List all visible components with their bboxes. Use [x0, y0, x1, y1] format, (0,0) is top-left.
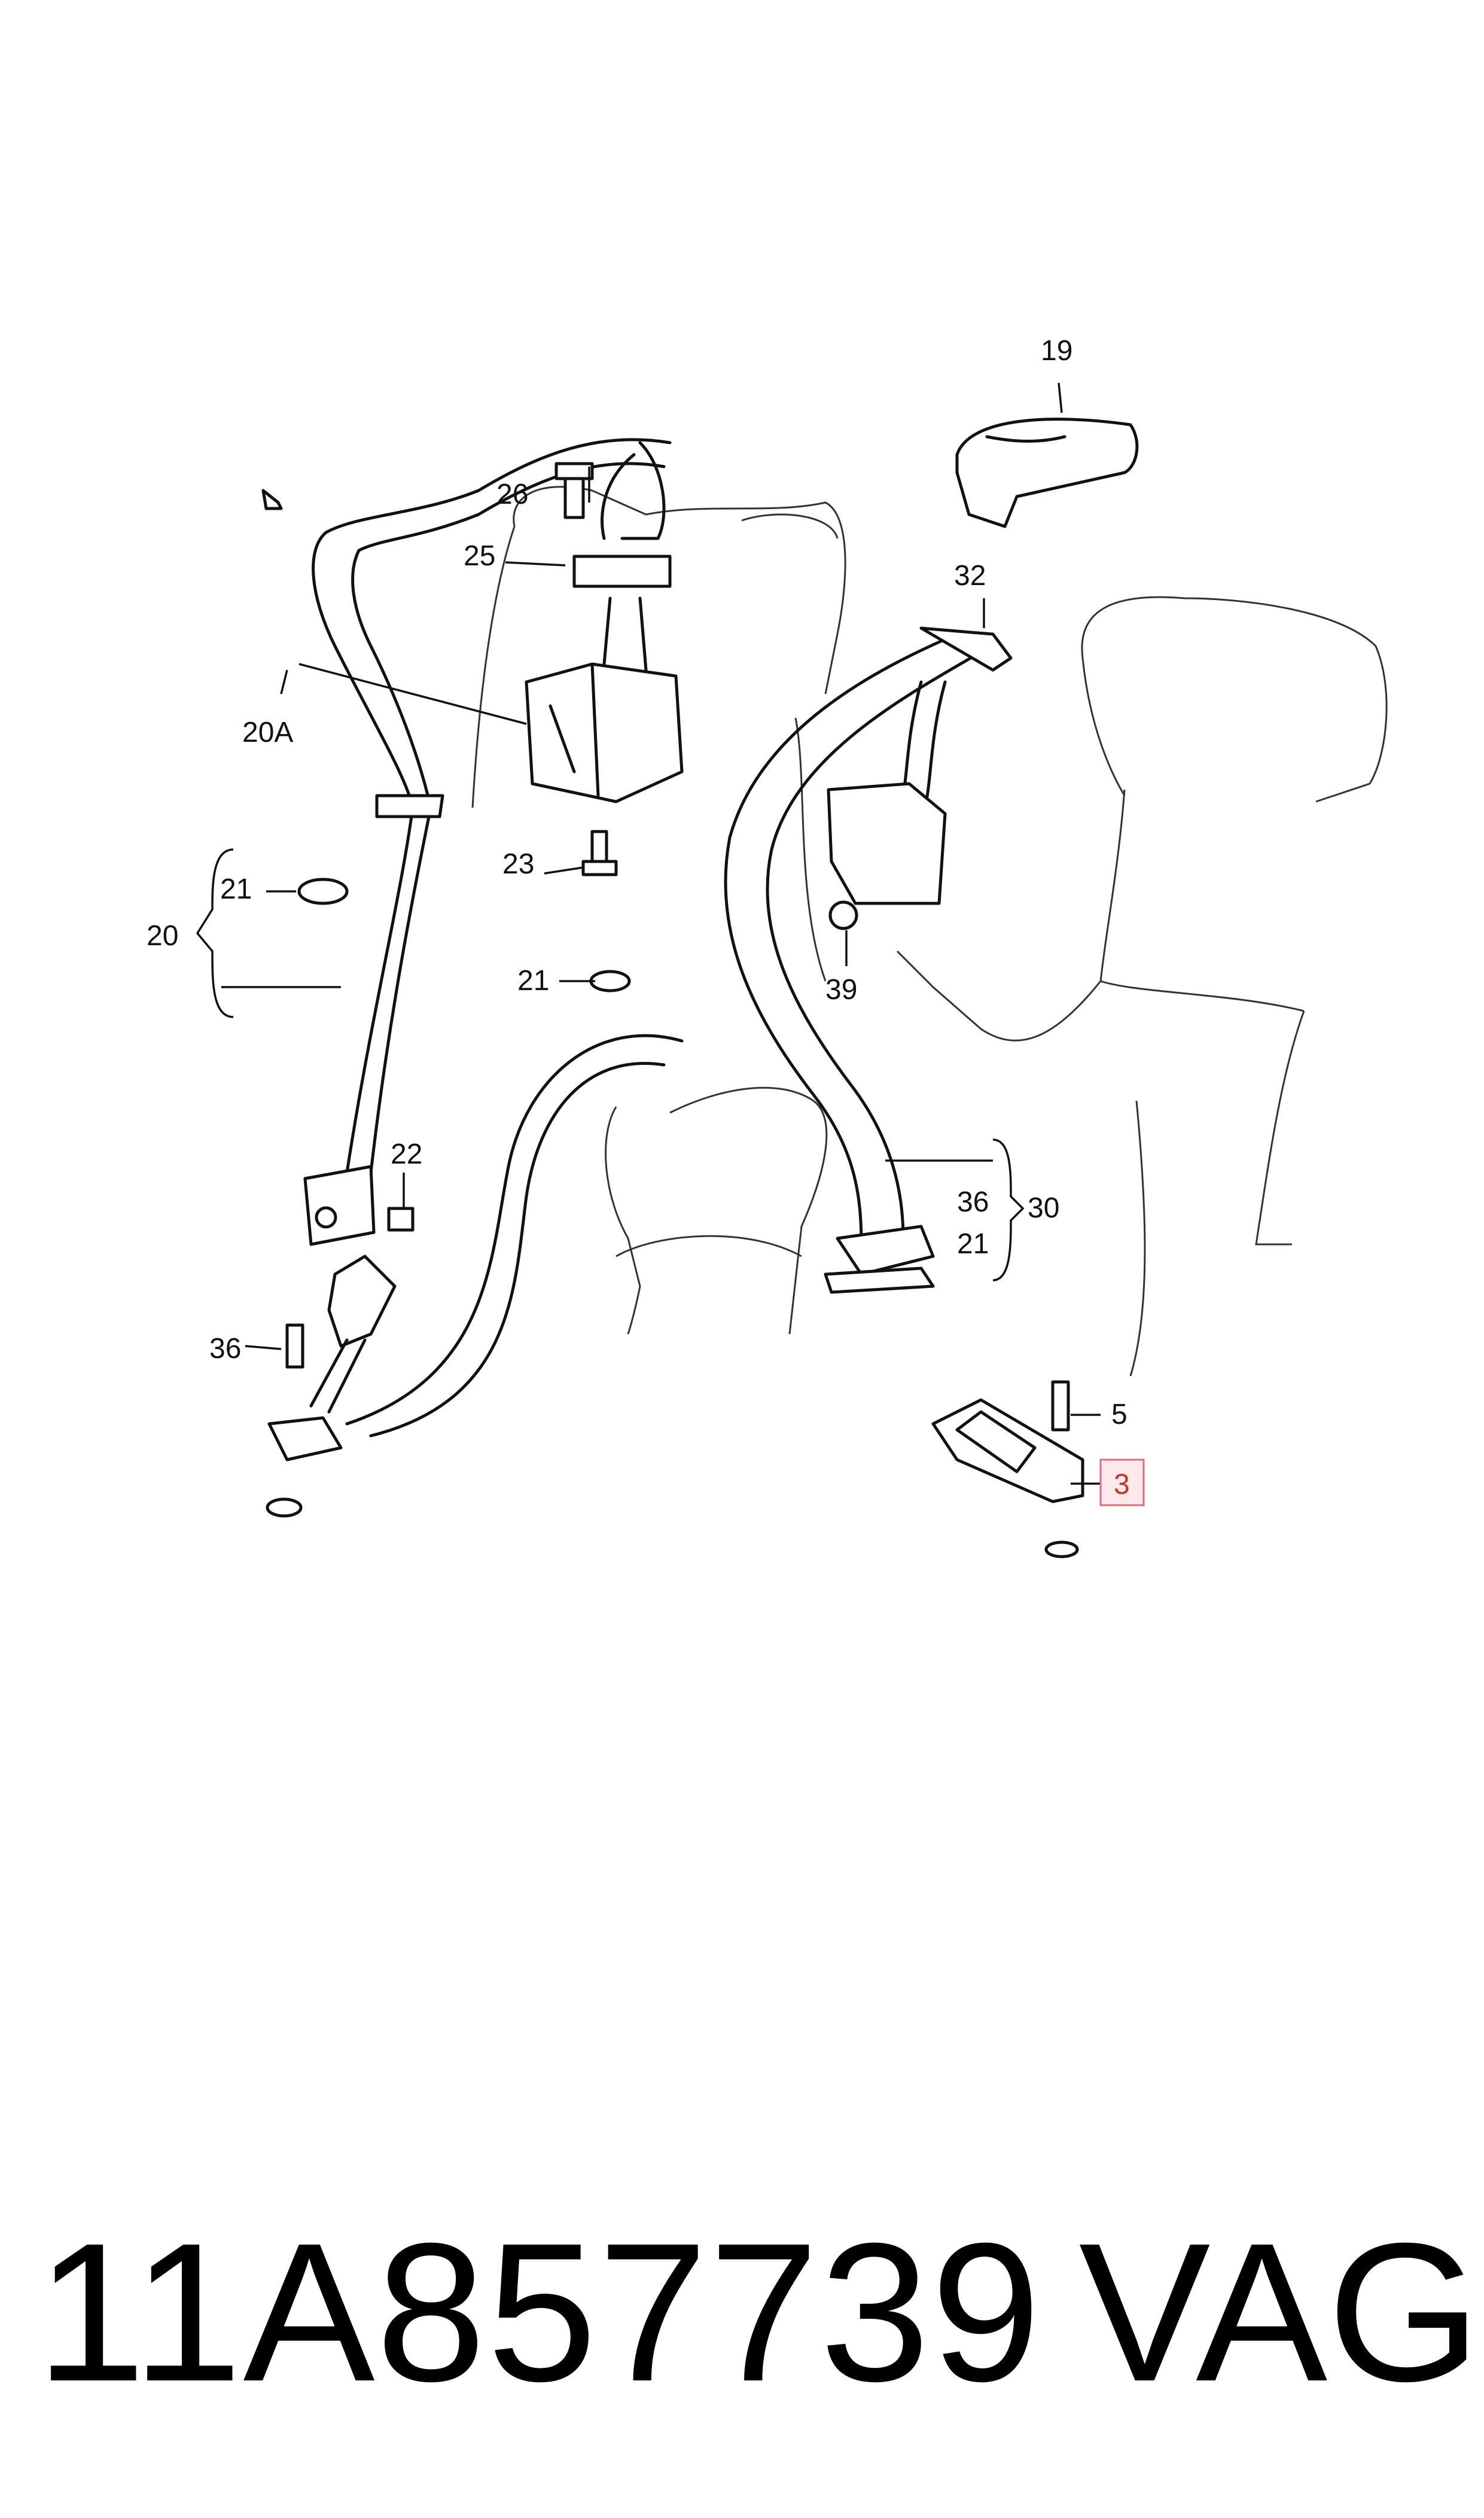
callout-39[interactable]: 39 [825, 974, 857, 1006]
brand-name: VAG [1078, 2202, 1481, 2422]
left-seat-belt [303, 438, 672, 1246]
callout-20A[interactable]: 20A [242, 717, 293, 748]
callout-19[interactable]: 19 [1041, 335, 1072, 367]
callout-5[interactable]: 5 [1111, 1399, 1128, 1430]
upper-retractor [525, 441, 684, 803]
part-number: 11A857739 [36, 2202, 1042, 2422]
callout-21-center[interactable]: 21 [517, 965, 549, 997]
cover-cap [955, 418, 1139, 528]
center-seat-belt [724, 626, 1013, 1294]
callout-3[interactable]: 3 [1114, 1469, 1130, 1500]
callout-26[interactable]: 26 [496, 479, 528, 510]
callout-21-lower-right[interactable]: 21 [957, 1228, 989, 1260]
callout-36-left[interactable]: 36 [209, 1333, 241, 1365]
lap-belt-and-buckle [266, 878, 684, 1518]
callout-3-highlight [1099, 1459, 1145, 1506]
leader-lines [196, 382, 1104, 1485]
callout-36-center[interactable]: 36 [957, 1186, 989, 1218]
callout-32[interactable]: 32 [954, 560, 986, 592]
fasteners [261, 489, 618, 1232]
callout-20[interactable]: 20 [147, 920, 178, 952]
callout-25[interactable]: 25 [464, 540, 495, 572]
callout-21-upper-left[interactable]: 21 [220, 873, 252, 905]
buckle-part-3 [931, 1380, 1084, 1558]
callout-30[interactable]: 30 [1028, 1192, 1059, 1224]
callout-23[interactable]: 23 [502, 848, 534, 880]
callout-22[interactable]: 22 [391, 1138, 422, 1170]
rear-seat-outline [471, 486, 1388, 1377]
footer: 11A857739 VAG [0, 2184, 1484, 2441]
callout-labels: 19 26 25 32 20A 23 21 20 21 39 22 36 30 … [147, 335, 1145, 1506]
seat-belt-parts-diagram: 19 26 25 32 20A 23 21 20 21 39 22 36 30 … [147, 335, 1388, 1558]
